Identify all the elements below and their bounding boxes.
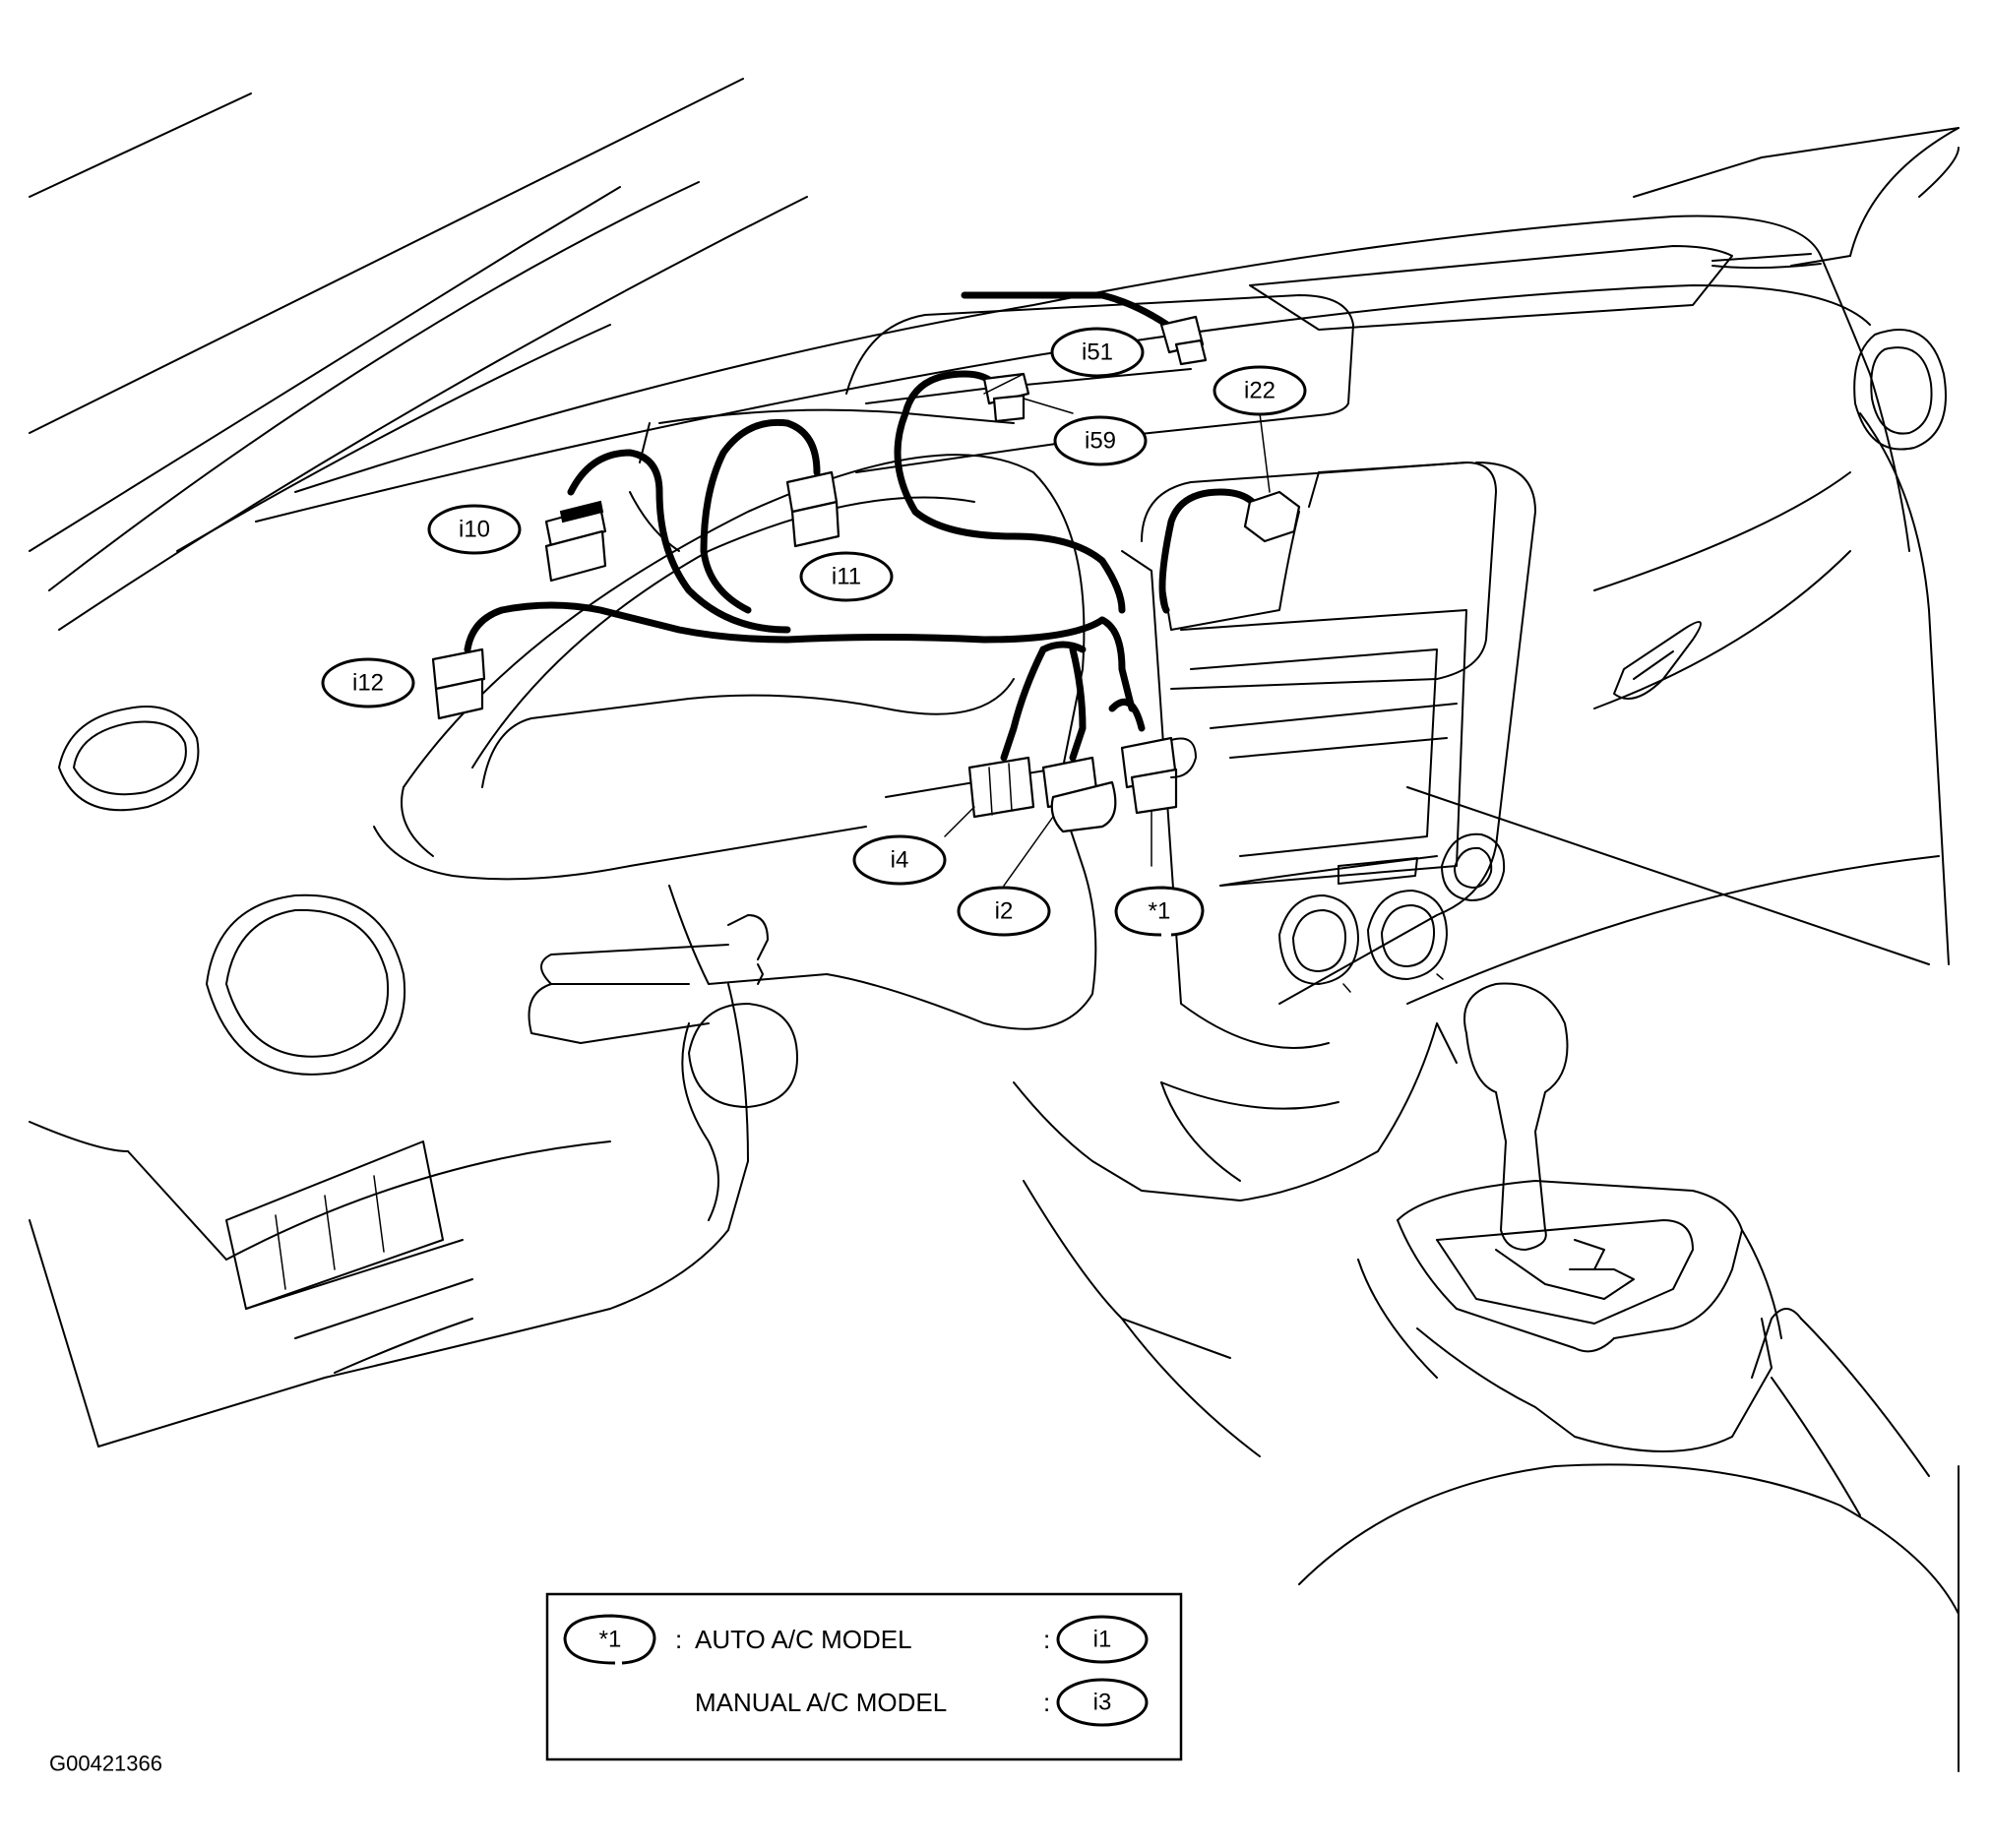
legend-row-auto: *1 : AUTO A/C MODEL : i1 [563, 1614, 1149, 1665]
svg-text::: : [675, 1625, 682, 1654]
svg-text:i4: i4 [891, 847, 909, 874]
legend-box: *1 : AUTO A/C MODEL : i1 MANUAL A/C MODE… [545, 1592, 1183, 1761]
svg-text:*1: *1 [599, 1627, 622, 1653]
svg-text:i10: i10 [459, 517, 490, 543]
connectors [431, 315, 1301, 833]
callout-i4: i4 [852, 834, 947, 886]
left-dash [29, 706, 749, 1448]
svg-text::: : [1043, 1688, 1050, 1717]
center-console [1013, 462, 1536, 1457]
wire-harness [464, 291, 1264, 762]
legend-row-manual: MANUAL A/C MODEL : i3 [695, 1678, 1149, 1727]
callout-i59: i59 [1053, 415, 1148, 466]
svg-text::: : [1043, 1625, 1050, 1654]
callout-i10: i10 [427, 504, 522, 555]
figure-code: G00421366 [49, 1752, 162, 1776]
legend-auto-ac-label: AUTO A/C MODEL [695, 1625, 912, 1654]
svg-text:i1: i1 [1093, 1627, 1112, 1653]
callout-i51: i51 [1050, 327, 1145, 378]
dashboard-outline [255, 215, 1950, 1005]
legend-manual-ac-label: MANUAL A/C MODEL [695, 1688, 947, 1717]
callout-i12: i12 [321, 657, 415, 708]
svg-text:i2: i2 [995, 898, 1014, 925]
leader-lines [944, 373, 1271, 887]
svg-text:i3: i3 [1093, 1690, 1112, 1716]
callout-i22: i22 [1213, 365, 1307, 416]
svg-text:i51: i51 [1082, 339, 1113, 366]
svg-text:i59: i59 [1085, 428, 1116, 455]
callout-star1: *1 [1114, 886, 1205, 937]
callout-i11: i11 [799, 551, 894, 602]
svg-text:*1: *1 [1149, 898, 1171, 925]
svg-text:i11: i11 [832, 564, 861, 590]
svg-text:i12: i12 [352, 670, 384, 697]
svg-text:i22: i22 [1244, 378, 1275, 404]
shift-lever [1298, 982, 1960, 1772]
windshield-lines [29, 78, 1960, 631]
meter-hood [373, 408, 1097, 1221]
callout-i2: i2 [957, 886, 1051, 937]
